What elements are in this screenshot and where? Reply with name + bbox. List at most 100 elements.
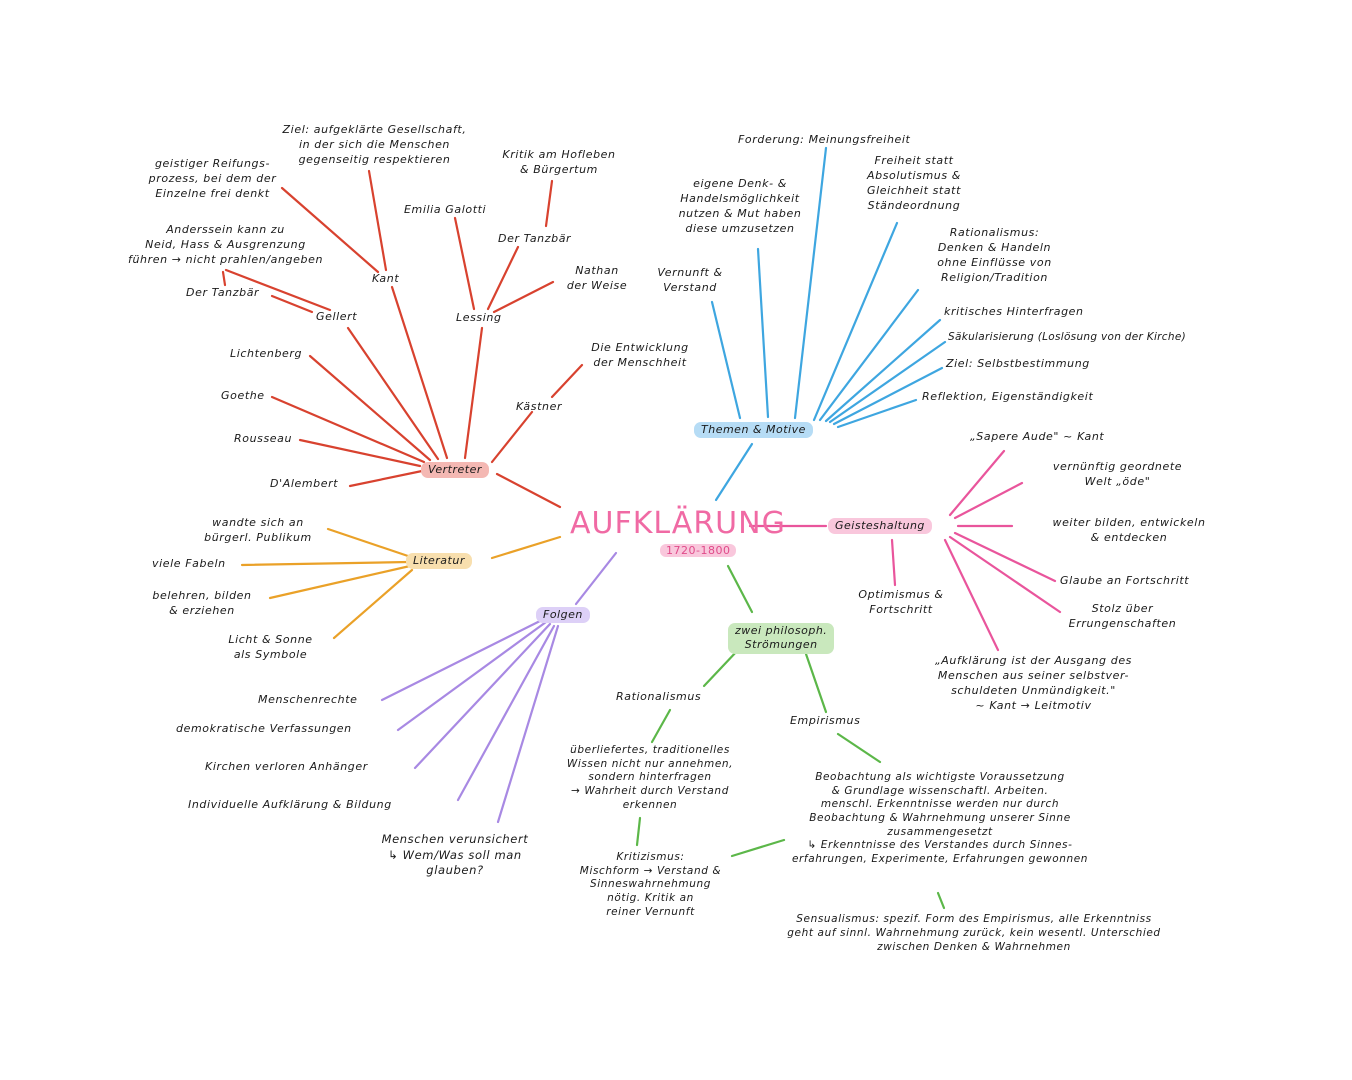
node-themen-kritisch: kritisches Hinterfragen xyxy=(944,305,1084,318)
node-lessing: Lessing xyxy=(456,311,502,324)
line-anders-tanzbaer xyxy=(221,270,227,287)
line-folgen-demokratisch xyxy=(396,620,548,732)
line-stroemungen-empirismus xyxy=(804,652,828,714)
line-center-vertreter xyxy=(495,472,562,509)
line-themen-vernunft xyxy=(710,300,742,420)
line-gellert-tanzbaer xyxy=(270,294,314,314)
line-folgen-individuell xyxy=(456,624,556,802)
node-folgen-kirchen: Kirchen verloren Anhänger xyxy=(205,760,368,773)
node-empirismus-text: Beobachtung als wichtigste Voraussetzung… xyxy=(791,771,1089,865)
line-geist-sapere xyxy=(948,449,1006,517)
node-lessing-tanzbaer: Der Tanzbär xyxy=(498,232,572,245)
line-literatur-belehren xyxy=(268,564,412,600)
line-kaestner-werk xyxy=(550,363,584,399)
stroemungen-branches xyxy=(635,564,946,910)
line-vertreter-rousseau xyxy=(298,438,422,468)
line-folgen-menschenrechte xyxy=(380,618,544,702)
line-rationalismus-text xyxy=(650,708,672,744)
node-dalembert: D'Alembert xyxy=(270,477,339,490)
hub-themen: Themen & Motive xyxy=(694,422,813,439)
line-gellert-anders xyxy=(224,268,332,312)
line-geist-optimismus xyxy=(890,538,897,587)
line-center-folgen xyxy=(574,551,618,606)
node-themen-saekular: Säkularisierung (Loslösung von der Kirch… xyxy=(948,331,1186,343)
line-themen-kritisch xyxy=(824,318,942,423)
node-themen-denk: eigene Denk- & Handelsmöglichkeit nutzen… xyxy=(678,177,802,235)
node-kant-ziel: Ziel: aufgeklärte Gesellschaft, in der s… xyxy=(282,123,467,166)
hub-vertreter: Vertreter xyxy=(421,462,489,479)
line-center-themen xyxy=(714,442,754,502)
main-title: AUFKLÄRUNG xyxy=(570,506,786,541)
line-geist-glaube xyxy=(953,531,1057,583)
node-kritizismus: Kritizismus: Mischform → Verstand & Sinn… xyxy=(579,851,722,918)
hub-folgen: Folgen xyxy=(536,607,590,624)
line-themen-reflektion xyxy=(836,398,918,429)
geist-branches xyxy=(748,449,1062,652)
line-vertreter-lessing xyxy=(463,326,484,460)
line-lessing-nathan xyxy=(492,280,555,314)
node-themen-forderung: Forderung: Meinungsfreiheit xyxy=(738,133,911,146)
line-lessing-tanzbaer xyxy=(486,245,520,311)
line-center-literatur xyxy=(490,535,562,560)
node-geist-glaube: Glaube an Fortschritt xyxy=(1060,574,1190,587)
line-folgen-verunsichert xyxy=(496,624,560,824)
line-themen-forderung xyxy=(793,146,828,420)
node-lessing-emilia: Emilia Galotti xyxy=(404,203,487,216)
hub-stroemungen: zwei philosoph. Strömungen xyxy=(728,623,835,654)
hub-literatur: Literatur xyxy=(406,553,472,570)
node-goethe: Goethe xyxy=(221,389,265,402)
node-literatur-licht: Licht & Sonne als Symbole xyxy=(228,633,313,661)
node-rationalismus-text: überliefertes, traditionelles Wissen nic… xyxy=(566,744,734,811)
node-folgen-menschenrechte: Menschenrechte xyxy=(258,693,358,706)
node-gellert-tanzbaer: Der Tanzbär xyxy=(186,286,260,299)
node-geist-optimismus: Optimismus & Fortschritt xyxy=(858,588,944,616)
node-geist-stolz: Stolz über Errungenschaften xyxy=(1068,602,1177,630)
node-lichtenberg: Lichtenberg xyxy=(230,347,303,360)
line-emp-sensualismus xyxy=(936,891,946,910)
themen-branches xyxy=(710,146,947,502)
line-rat-text-kritizismus xyxy=(635,816,642,847)
node-lessing-nathan: Nathan der Weise xyxy=(566,264,628,292)
line-stroemungen-rationalismus xyxy=(702,648,740,688)
line-themen-saekular xyxy=(828,340,947,424)
line-lessing-emilia xyxy=(453,216,476,311)
line-tanzbaer-kritik xyxy=(544,179,554,228)
line-folgen-kirchen xyxy=(413,622,552,770)
node-themen-freiheit: Freiheit statt Absolutismus & Gleichheit… xyxy=(866,154,962,212)
line-vertreter-kaestner xyxy=(490,410,534,464)
node-geist-sapere: „Sapere Aude" ~ Kant xyxy=(970,430,1105,443)
line-kant-reifung xyxy=(280,186,380,274)
line-themen-denk xyxy=(756,247,770,419)
node-sensualismus: Sensualismus: spezif. Form des Empirismu… xyxy=(787,913,1161,954)
node-gellert: Gellert xyxy=(316,310,358,323)
line-emp-kritizismus xyxy=(730,838,786,858)
line-center-stroemungen xyxy=(726,564,754,614)
line-vertreter-kant xyxy=(390,285,449,460)
line-themen-ziel xyxy=(832,366,944,426)
line-vertreter-lichtenberg xyxy=(308,354,432,462)
node-rationalismus: Rationalismus xyxy=(616,690,702,703)
line-vertreter-dalembert xyxy=(348,469,424,488)
line-geist-zitat xyxy=(943,538,1000,652)
node-themen-ziel: Ziel: Selbstbestimmung xyxy=(946,357,1090,370)
node-literatur-belehren: belehren, bilden & erziehen xyxy=(152,589,252,617)
line-geist-welt xyxy=(953,481,1024,520)
vertreter-branches xyxy=(221,169,584,509)
folgen-branches xyxy=(380,551,618,824)
line-themen-freiheit xyxy=(812,221,899,422)
literatur-branches xyxy=(240,527,562,640)
node-folgen-demokratisch: demokratische Verfassungen xyxy=(176,722,352,735)
line-vertreter-gellert xyxy=(346,326,440,461)
line-themen-rationalismus xyxy=(818,288,920,422)
line-vertreter-goethe xyxy=(270,395,426,464)
line-kant-ziel xyxy=(367,169,388,272)
node-gellert-anders: Anderssein kann zu Neid, Hass & Ausgrenz… xyxy=(127,223,324,266)
line-literatur-publikum xyxy=(326,527,410,558)
node-literatur-fabeln: viele Fabeln xyxy=(152,557,226,570)
line-literatur-fabeln xyxy=(240,560,410,567)
hub-geisteshaltung: Geisteshaltung xyxy=(828,518,932,535)
node-rousseau: Rousseau xyxy=(234,432,293,445)
line-empirismus-text xyxy=(836,732,882,764)
line-geist-stolz xyxy=(948,535,1062,614)
